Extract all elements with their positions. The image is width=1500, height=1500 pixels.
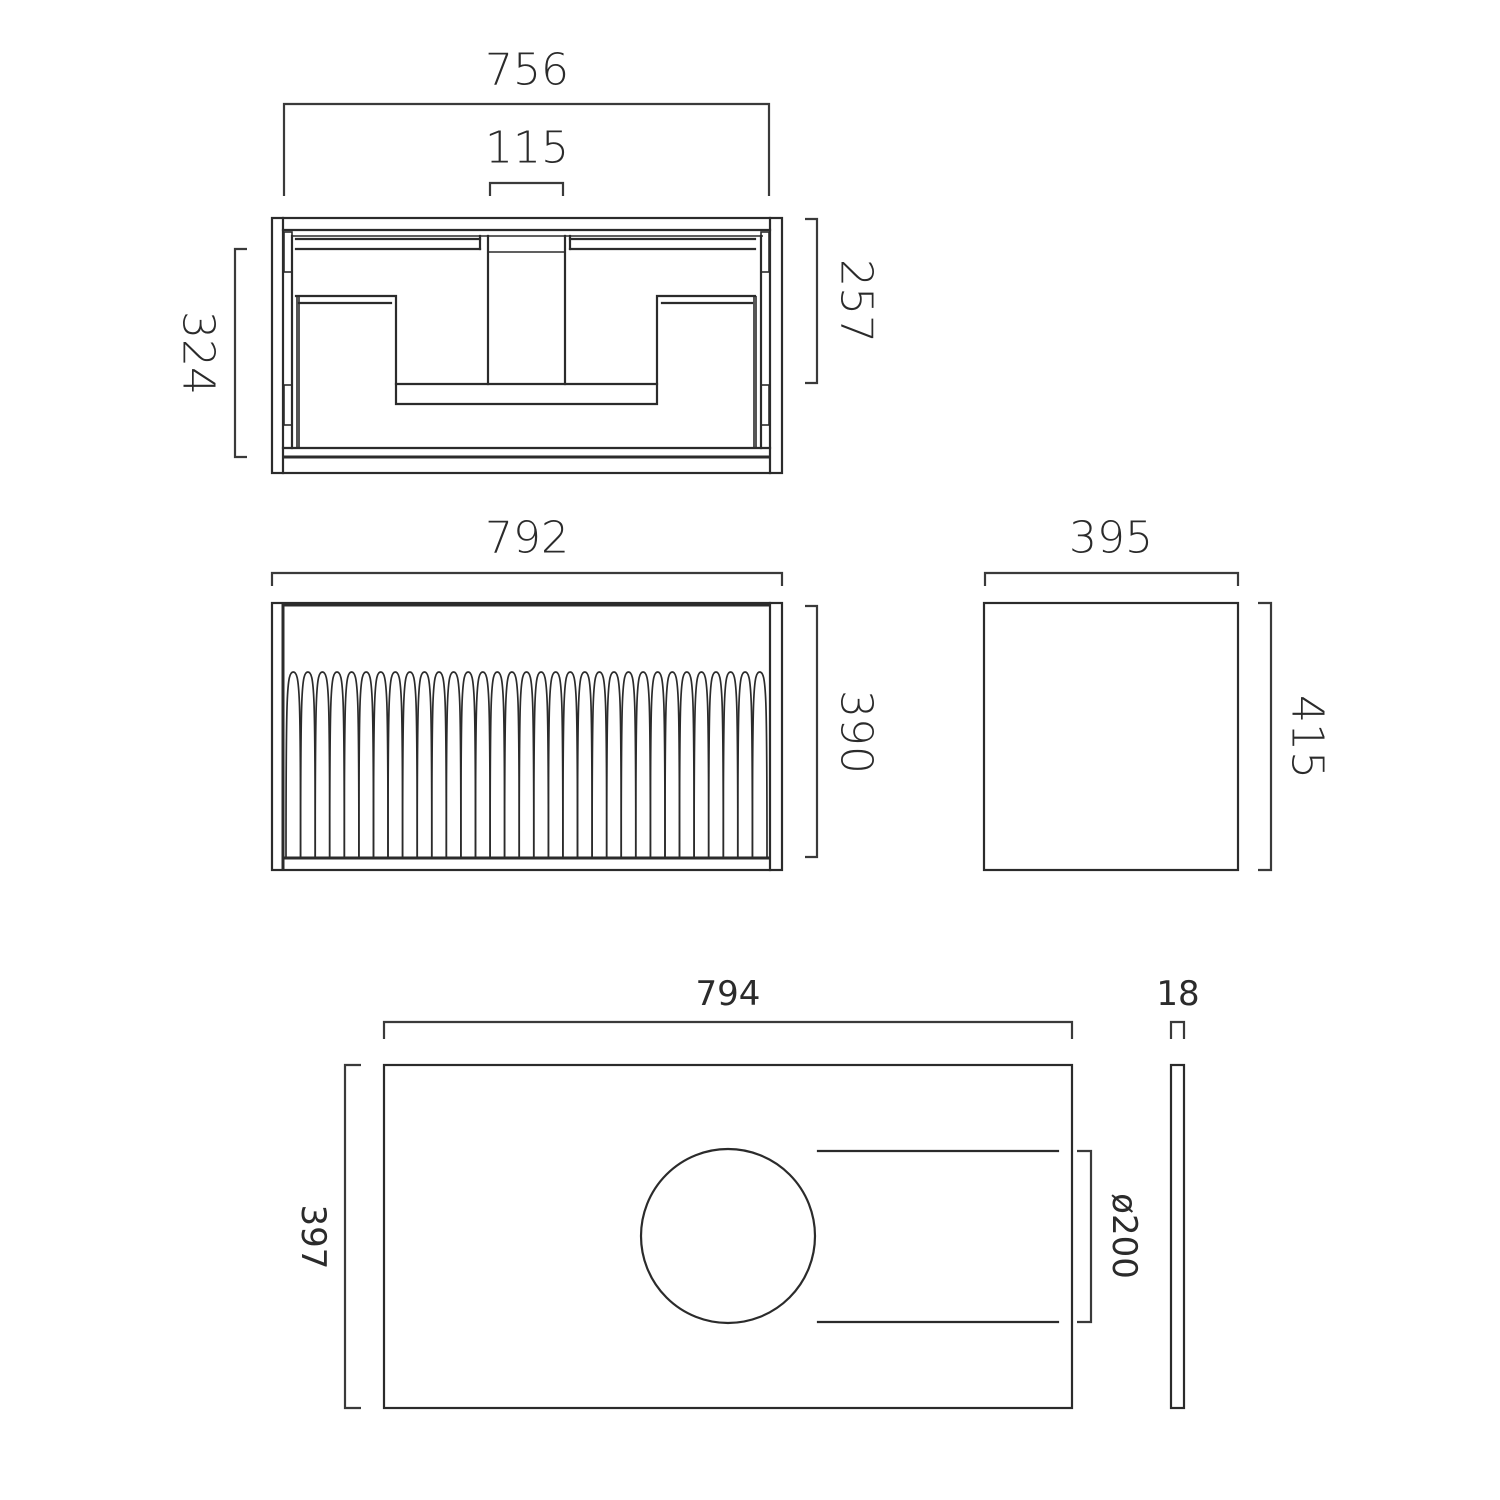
dim-line-794 [382, 1020, 1074, 1039]
dim-label-756: 756 [485, 45, 569, 96]
flute [620, 671, 637, 858]
basin-hole [639, 1147, 817, 1325]
worktop-edge-profile [1169, 1063, 1186, 1410]
flute [678, 671, 695, 858]
dim-line-257 [805, 217, 819, 385]
flute [416, 671, 433, 858]
flute [328, 671, 346, 858]
side-view-outline [982, 601, 1240, 872]
flute [707, 671, 725, 858]
flute [445, 671, 462, 858]
dim-line-395 [983, 571, 1240, 586]
flute [547, 671, 564, 858]
top-view-outer-frame [270, 216, 784, 475]
flute [693, 671, 710, 858]
dim-label-415: 415 [1282, 695, 1333, 779]
flute [649, 671, 666, 858]
flute [358, 671, 375, 858]
front-view: 792 390 [270, 513, 882, 872]
dim-line-756 [282, 102, 771, 196]
flute [576, 671, 593, 858]
dim-label-390: 390 [831, 690, 882, 774]
dim-label-115: 115 [485, 123, 569, 174]
dim-label-395: 395 [1069, 513, 1153, 564]
dim-line-415 [1258, 601, 1273, 872]
flute [591, 671, 608, 858]
flute [532, 671, 550, 858]
top-view: 756 115 324 257 [173, 45, 882, 475]
flute [605, 671, 623, 858]
flute [460, 671, 477, 858]
top-view-body [270, 216, 784, 475]
worktop-view: 794 397 ø200 18 [293, 974, 1200, 1410]
flute [751, 671, 768, 858]
dim-label-18: 18 [1156, 974, 1199, 1014]
dim-label-324: 324 [173, 311, 224, 395]
dim-line-hole [1077, 1149, 1093, 1324]
flute [489, 671, 506, 858]
dim-line-390 [805, 604, 819, 859]
flute [562, 671, 579, 858]
flute [518, 671, 535, 858]
dim-label-792: 792 [485, 513, 569, 564]
dim-line-324 [233, 247, 247, 459]
flute [372, 671, 389, 858]
flute [722, 671, 739, 858]
flute [299, 671, 317, 858]
dim-line-397 [343, 1063, 361, 1410]
worktop-outline [382, 1063, 1074, 1410]
dim-label-794: 794 [696, 974, 761, 1014]
dim-label-397: 397 [293, 1205, 333, 1270]
flute [634, 671, 652, 858]
side-view: 395 415 [982, 513, 1333, 872]
flute [285, 671, 302, 858]
dim-line-115 [488, 181, 565, 196]
dim-label-hole-diameter: ø200 [1104, 1193, 1144, 1279]
flute [474, 671, 491, 858]
flute [736, 671, 754, 858]
fluted-panel [285, 671, 768, 858]
flute [664, 671, 681, 858]
flute [314, 671, 331, 858]
dim-line-792 [270, 571, 784, 586]
dim-line-18 [1169, 1020, 1186, 1039]
front-view-outer-frame [270, 601, 784, 872]
flute [401, 671, 419, 858]
flute [430, 671, 448, 858]
flute [343, 671, 360, 858]
flute [503, 671, 521, 858]
dim-label-257: 257 [831, 259, 882, 343]
top-view-u-cutout [294, 294, 757, 406]
flute [387, 671, 404, 858]
